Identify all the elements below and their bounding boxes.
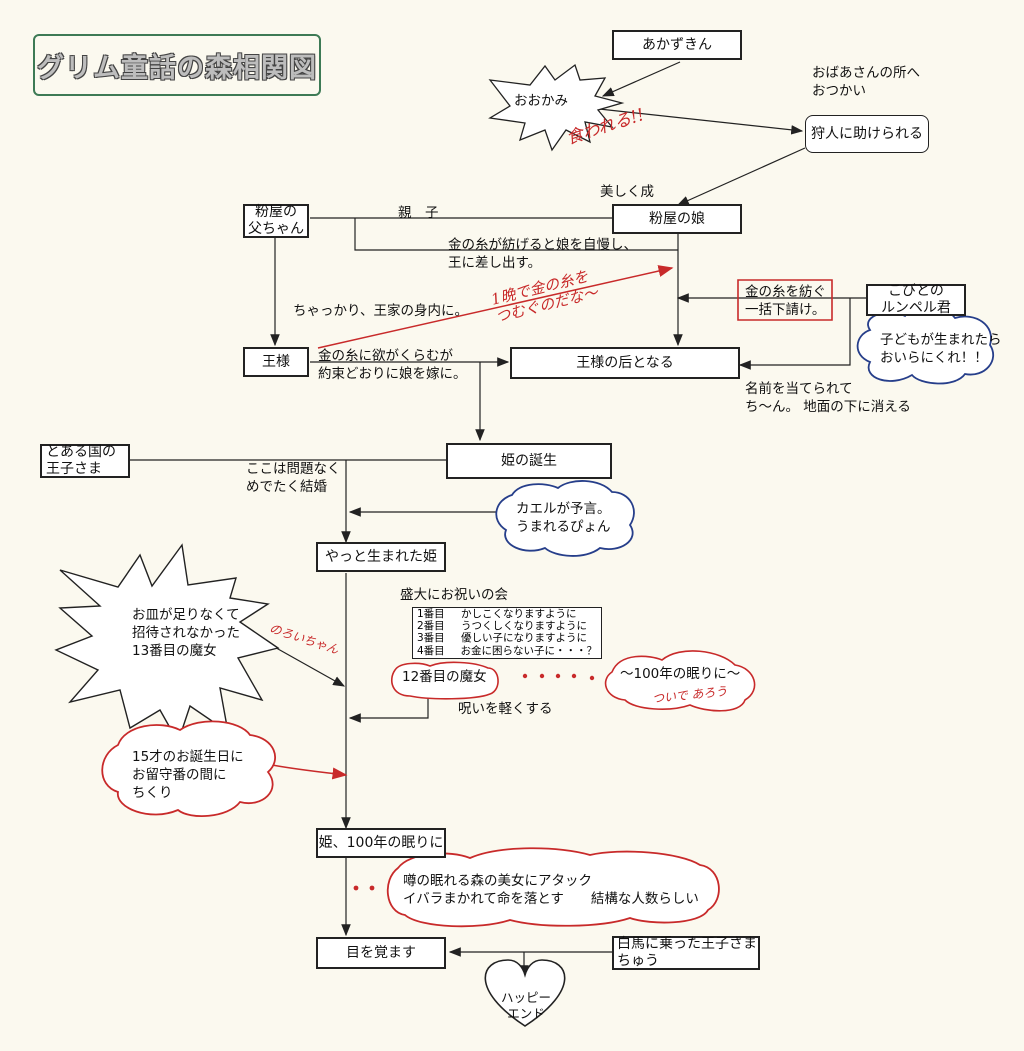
node-kobito: こびとの ルンペル君 xyxy=(866,283,966,316)
node-majo13: お皿が足りなくて 招待されなかった 13番目の魔女 xyxy=(132,607,240,659)
node-ookami: おおかみ xyxy=(514,93,568,109)
nemuri-cloud-shape xyxy=(604,650,756,712)
node-ouji-tooaru: とある国の 王子さま xyxy=(40,444,130,478)
blessing-row: 3番目優しい子になりますように xyxy=(417,632,587,645)
label-oyako: 親 子 xyxy=(398,205,439,221)
node-akazukin: あかずきん xyxy=(612,30,742,60)
node-konaya-musume: 粉屋の娘 xyxy=(612,204,742,234)
blessing-list: 1番目かしこくなりますように 2番目うつくしくなりますように 3番目優しい子にな… xyxy=(412,607,602,659)
node-hakuba: 白馬に乗った王子さま ちゅう xyxy=(612,936,760,970)
node-happy-end: ハッピー エンド xyxy=(500,990,551,1021)
node-yatto-hime: やっと生まれた姫 xyxy=(316,542,446,572)
kin-ikkatsu-outline xyxy=(737,279,833,321)
kaeru-cloud-text: カエルが予言。 うまれるぴょん xyxy=(516,501,611,535)
majo13-burst-shape xyxy=(54,543,280,744)
blessing-row: 2番目うつくしくなりますように xyxy=(417,620,587,633)
label-namae: 名前を当てられて ち～ん。 地面の下に消える xyxy=(745,381,911,415)
node-ryoujin: 狩人に助けられる xyxy=(805,115,929,153)
uwasa-cloud-shape xyxy=(386,847,720,928)
title-frame: グリム童話の森相関図 xyxy=(33,34,321,96)
blessing-row: 4番目お金に困らない子に・・・？ xyxy=(417,644,597,657)
node-hime-nemuri: 姫、100年の眠りに xyxy=(316,828,446,858)
uwasa-cloud-text: 噂の眠れる森の美女にアタック イバラまかれて命を落とす 結構な人数らしい xyxy=(403,873,699,907)
kaeru-cloud-shape xyxy=(495,480,635,557)
node-ousama: 王様 xyxy=(243,347,309,377)
node-kisaki: 王様の后となる xyxy=(510,347,740,379)
nemuri-cloud-text: ～100年の眠りに～ xyxy=(620,666,741,682)
tanjoubi-cloud-shape xyxy=(101,720,277,817)
label-yakusoku: 金の糸に欲がくらむが 約束どおりに娘を嫁に。 xyxy=(318,348,467,382)
happy-heart-shape xyxy=(484,959,566,1027)
label-utsukushiku: 美しく成 xyxy=(600,184,654,200)
ookami-burst-shape xyxy=(488,63,625,152)
node-konaya-chichi: 粉屋の 父ちゃん xyxy=(243,204,309,238)
kodomo-cloud-text: 子どもが生まれたら おいらにくれ！！ xyxy=(880,332,1002,366)
note-obaasan: おばあさんの所へ おつかい xyxy=(812,65,920,99)
blessing-row: 1番目かしこくなりますように xyxy=(417,608,577,620)
node-majo12: 12番目の魔女 xyxy=(402,669,487,685)
label-noroi: 呪いを軽くする xyxy=(458,701,553,717)
label-kin-jiman: 金の糸が紡げると娘を自慢し、 王に差し出す。 xyxy=(448,237,637,271)
node-mezame: 目を覚ます xyxy=(316,937,446,969)
page-title: グリム童話の森相関図 xyxy=(37,52,317,84)
majo12-cloud-shape xyxy=(391,661,499,700)
node-hime-tanjou: 姫の誕生 xyxy=(446,443,612,479)
label-iwai: 盛大にお祝いの会 xyxy=(400,587,508,603)
label-kin-ikkatsu: 金の糸を紡ぐ 一括下請け。 xyxy=(745,284,826,318)
label-chakkari: ちゃっかり、王家の身内に。 xyxy=(293,303,468,319)
label-kekkon: ここは問題なく めでたく結婚 xyxy=(246,461,341,495)
tanjoubi-cloud-text: 15才のお誕生日に お留守番の間に ちくり xyxy=(132,749,244,801)
